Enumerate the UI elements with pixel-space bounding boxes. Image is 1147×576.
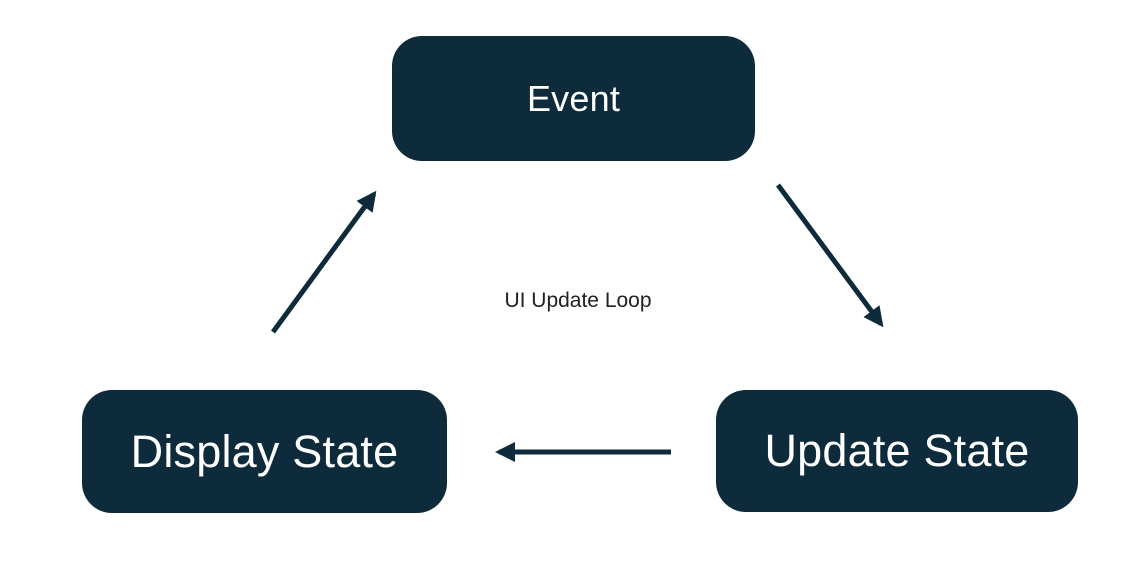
node-event-label: Event	[526, 77, 621, 119]
node-update-state-label: Update State	[764, 425, 1030, 476]
node-display-state-label: Display State	[130, 425, 399, 477]
node-update-state: Update State	[716, 390, 1078, 512]
node-event: Event	[392, 36, 755, 161]
node-display-state: Display State	[82, 390, 447, 513]
arrow-event-to-update-state	[775, 183, 884, 328]
arrow-display-state-to-event	[270, 190, 377, 334]
loop-title: UI Update Loop	[504, 289, 652, 312]
